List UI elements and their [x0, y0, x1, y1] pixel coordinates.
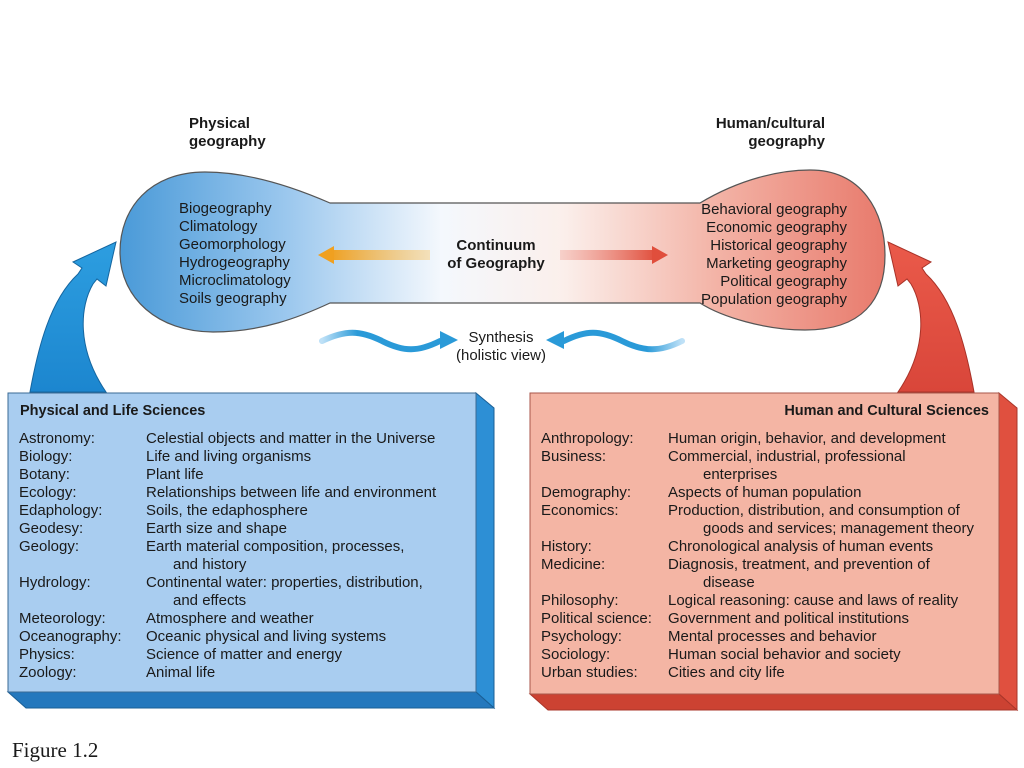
science-definition: Plant life — [146, 466, 204, 483]
physical-sciences-box: Physical and Life Sciences Astronomy: Cel… — [8, 393, 476, 692]
arrow-left-orange — [318, 246, 430, 264]
science-definition-continued: enterprises — [703, 466, 778, 483]
science-definition-continued: disease — [703, 574, 755, 591]
science-definition: Mental processes and behavior — [668, 628, 877, 645]
science-term: Hydrology: — [19, 574, 91, 591]
continuum-shape — [119, 169, 886, 333]
human-sciences-title: Human and Cultural Sciences — [784, 403, 989, 419]
science-term: Medicine: — [541, 556, 606, 573]
topic-item: Behavioral geography — [701, 201, 847, 218]
topic-item: Microclimatology — [179, 272, 291, 289]
science-definition: Atmosphere and weather — [146, 610, 314, 627]
science-term: Psychology: — [541, 628, 622, 645]
topic-item: Economic geography — [706, 219, 847, 236]
science-term: Political science: — [541, 610, 652, 627]
continuum-label-line-2: of Geography — [447, 255, 545, 272]
synthesis-label: Synthesis (holistic view) — [445, 329, 557, 365]
topic-item: Population geography — [701, 291, 847, 308]
physical-geography-title: Physical geography — [189, 115, 266, 151]
science-definition: Earth material composition, processes, — [146, 538, 405, 555]
curved-arrow-red — [887, 241, 975, 393]
science-definition-continued: and history — [173, 556, 247, 573]
science-term: Geology: — [19, 538, 80, 555]
science-definition: Earth size and shape — [146, 520, 287, 537]
human-sciences-box: Human and Cultural Sciences Anthropology… — [530, 393, 999, 694]
science-definition: Commercial, industrial, professional — [668, 448, 906, 465]
science-definition: Human social behavior and society — [668, 646, 901, 663]
science-term: Ecology: — [19, 484, 77, 501]
curved-arrow-blue — [29, 241, 117, 393]
topic-item: Climatology — [179, 218, 258, 235]
science-definition: Aspects of human population — [668, 484, 862, 501]
science-definition: Relationships between life and environme… — [146, 484, 437, 501]
physical-sciences-title: Physical and Life Sciences — [20, 403, 206, 419]
science-term: Urban studies: — [541, 664, 638, 681]
figure-caption: Figure 1.2 — [12, 738, 99, 762]
science-definition: Science of matter and energy — [146, 646, 342, 663]
human-sciences-box-shape — [528, 391, 1019, 712]
science-term: Economics: — [541, 502, 619, 519]
physical-title-line-1: Physical — [189, 115, 250, 132]
topic-item: Geomorphology — [179, 236, 286, 253]
science-definition: Oceanic physical and living systems — [146, 628, 387, 645]
science-term: Astronomy: — [19, 430, 95, 447]
synthesis-label-line-2: (holistic view) — [455, 347, 546, 364]
topic-item: Hydrogeography — [179, 254, 290, 271]
science-term: Philosophy: — [541, 592, 619, 609]
science-definition: Soils, the edaphosphere — [146, 502, 308, 519]
science-definition: Cities and city life — [668, 664, 785, 681]
science-definition: Animal life — [146, 664, 216, 681]
science-definition-continued: goods and services; management theory — [703, 520, 974, 537]
science-term: Business: — [541, 448, 607, 465]
human-geography-title: Human/cultural geography — [700, 115, 825, 151]
science-definition: Government and political institutions — [668, 610, 909, 627]
science-term: Edaphology: — [19, 502, 103, 519]
science-definition-continued: and effects — [173, 592, 247, 609]
topic-item: Soils geography — [179, 290, 287, 307]
science-definition: Chronological analysis of human events — [668, 538, 934, 555]
human-title-line-1: Human/cultural — [715, 115, 825, 132]
science-term: Physics: — [19, 646, 75, 663]
topic-item: Marketing geography — [706, 255, 847, 272]
physical-title-line-2: geography — [189, 133, 266, 150]
science-definition: Production, distribution, and consumptio… — [668, 502, 960, 519]
science-definition: Logical reasoning: cause and laws of rea… — [668, 592, 959, 609]
human-title-line-2: geography — [748, 133, 825, 150]
science-definition: Celestial objects and matter in the Univ… — [146, 430, 436, 447]
science-term: Demography: — [541, 484, 632, 501]
science-term: Anthropology: — [541, 430, 634, 447]
synthesis-label-line-1: Synthesis — [468, 329, 534, 346]
science-term: Sociology: — [541, 646, 611, 663]
arrow-right-red — [560, 246, 668, 264]
science-definition: Diagnosis, treatment, and prevention of — [668, 556, 930, 573]
physical-sciences-box-shape — [6, 391, 496, 710]
topic-item: Political geography — [720, 273, 847, 290]
continuum-label-line-1: Continuum — [456, 237, 536, 254]
continuum-label: Continuum of Geography — [440, 237, 552, 273]
science-term: History: — [541, 538, 592, 555]
science-definition: Human origin, behavior, and development — [668, 430, 946, 447]
science-definition: Life and living organisms — [146, 448, 312, 465]
wave-arrow-left — [319, 329, 458, 353]
science-term: Geodesy: — [19, 520, 84, 537]
science-term: Zoology: — [19, 664, 77, 681]
science-term: Oceanography: — [19, 628, 122, 645]
science-term: Botany: — [19, 466, 70, 483]
science-term: Biology: — [19, 448, 73, 465]
topic-item: Biogeography — [179, 200, 272, 217]
wave-arrow-right — [546, 329, 685, 353]
science-term: Meteorology: — [19, 610, 106, 627]
science-definition: Continental water: properties, distribut… — [146, 574, 423, 591]
topic-item: Historical geography — [710, 237, 847, 254]
